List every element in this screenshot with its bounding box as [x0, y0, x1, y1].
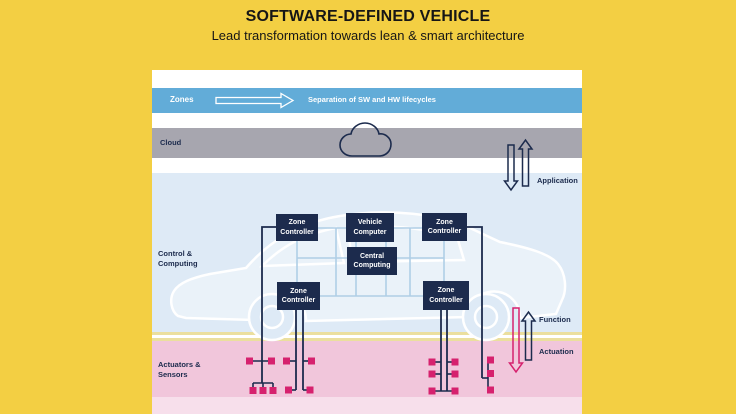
zones-caption: Separation of SW and HW lifecycles [308, 95, 436, 104]
cloud-lane-label: Cloud [160, 138, 182, 147]
application-label: Application [537, 176, 578, 185]
actuation-label: Actuation [539, 347, 574, 356]
node-zone-controller-top-left: Zone Controller [276, 214, 318, 241]
node-label: Zone Controller [427, 218, 462, 235]
lane-zones [152, 88, 582, 113]
lane-cloud [152, 128, 582, 158]
page-title: SOFTWARE-DEFINED VEHICLE [245, 8, 491, 25]
node-label: Central Computing [353, 252, 391, 269]
up-arrow-icon [520, 310, 537, 361]
right-arrow-icon [215, 92, 295, 109]
function-label: Function [539, 315, 571, 324]
node-label: Vehicle Computer [353, 219, 387, 236]
node-vehicle-computer: Vehicle Computer [346, 213, 394, 242]
up-down-arrows-icon [503, 138, 534, 192]
gold-separator [152, 332, 582, 341]
node-zone-controller-bottom-left: Zone Controller [277, 282, 320, 310]
cloud-icon [339, 122, 392, 157]
node-label: Zone Controller [280, 219, 314, 236]
actuators-sensors-lane-label: Actuators & Sensors [158, 360, 201, 379]
zone-trunk-lines [261, 226, 483, 391]
lane-actuators-sensors [152, 341, 582, 397]
node-zone-controller-bottom-right: Zone Controller [423, 281, 469, 310]
node-zone-controller-top-right: Zone Controller [422, 213, 467, 241]
down-arrow-icon [508, 307, 524, 374]
zones-label: Zones [170, 95, 194, 104]
page-subtitle: Lead transformation towards lean & smart… [211, 28, 525, 43]
node-label: Zone Controller [429, 287, 463, 304]
node-central-computing: Central Computing [347, 247, 397, 275]
actuator-sensor-clusters [246, 356, 494, 395]
lane-actuators-sensors-fade [152, 397, 582, 414]
control-computing-lane-label: Control & Computing [158, 249, 198, 268]
node-label: Zone Controller [281, 287, 316, 304]
